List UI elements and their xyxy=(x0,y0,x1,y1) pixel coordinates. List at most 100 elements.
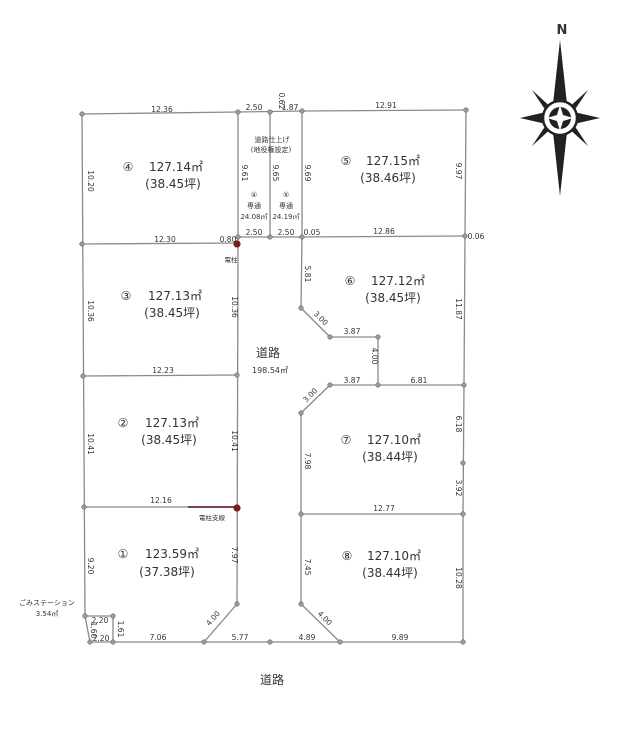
lot-6-label: ⑥ 127.12㎡ (38.45坪) xyxy=(345,274,425,305)
svg-text:2.50: 2.50 xyxy=(246,228,263,237)
north-label: N xyxy=(557,23,568,38)
lot-3-label: ③ 127.13㎡ (38.45坪) xyxy=(121,289,202,320)
svg-text:3.92: 3.92 xyxy=(454,480,463,497)
passage-4-name: 専通 xyxy=(247,201,261,210)
svg-text:12.30: 12.30 xyxy=(154,235,176,244)
svg-text:7.97: 7.97 xyxy=(230,547,239,564)
svg-text:3.87: 3.87 xyxy=(344,327,361,336)
svg-text:12.91: 12.91 xyxy=(375,101,397,110)
svg-text:③: ③ xyxy=(121,289,132,303)
svg-text:⑦: ⑦ xyxy=(341,433,352,447)
lot-boundaries xyxy=(81,109,467,643)
svg-text:0.80: 0.80 xyxy=(220,235,237,244)
svg-text:10.28: 10.28 xyxy=(454,567,463,589)
svg-text:5.77: 5.77 xyxy=(232,633,249,642)
utility-pole-icon xyxy=(233,240,241,248)
lot-8-label: ⑧ 127.10㎡ (38.44坪) xyxy=(342,549,421,580)
svg-text:④: ④ xyxy=(123,160,134,174)
svg-text:127.14㎡: 127.14㎡ xyxy=(149,160,203,174)
svg-text:6.81: 6.81 xyxy=(411,376,428,385)
svg-text:2.20: 2.20 xyxy=(93,634,110,643)
svg-text:12.23: 12.23 xyxy=(152,366,174,375)
svg-text:127.13㎡: 127.13㎡ xyxy=(145,416,199,430)
svg-text:123.59㎡: 123.59㎡ xyxy=(145,547,199,561)
svg-text:12.16: 12.16 xyxy=(150,496,172,505)
dimension-labels: 12.36 2.50 0.62 1.87 12.91 10.20 9.61 9.… xyxy=(86,93,485,643)
svg-text:1.60: 1.60 xyxy=(89,622,98,639)
svg-text:11.87: 11.87 xyxy=(454,298,463,320)
svg-text:7.98: 7.98 xyxy=(303,453,312,470)
svg-text:7.06: 7.06 xyxy=(150,633,167,642)
svg-text:7.45: 7.45 xyxy=(303,559,312,576)
svg-text:0.62: 0.62 xyxy=(277,93,286,110)
svg-text:127.12㎡: 127.12㎡ xyxy=(371,274,425,288)
svg-text:4.00: 4.00 xyxy=(316,609,334,627)
svg-text:⑧: ⑧ xyxy=(342,549,353,563)
svg-text:127.13㎡: 127.13㎡ xyxy=(148,289,202,303)
svg-text:10.20: 10.20 xyxy=(86,170,95,192)
svg-text:3.00: 3.00 xyxy=(312,309,330,327)
svg-text:3.87: 3.87 xyxy=(344,376,361,385)
inner-road-label: 道路 xyxy=(256,345,280,360)
svg-text:②: ② xyxy=(118,416,129,430)
svg-text:0.06: 0.06 xyxy=(468,232,485,241)
svg-text:10.41: 10.41 xyxy=(86,433,95,455)
passage-4-no: ④ xyxy=(251,191,257,199)
svg-text:2.20: 2.20 xyxy=(92,616,109,625)
svg-text:127.10㎡: 127.10㎡ xyxy=(367,549,421,563)
svg-text:9.69: 9.69 xyxy=(303,165,312,182)
survey-points xyxy=(79,107,469,645)
front-road-label: 道路 xyxy=(260,672,284,687)
svg-text:(38.45坪): (38.45坪) xyxy=(365,291,421,305)
svg-text:(38.44坪): (38.44坪) xyxy=(362,450,418,464)
svg-text:9.65: 9.65 xyxy=(271,165,280,182)
north-compass-icon xyxy=(520,40,600,196)
garbage-station-area: 3.54㎡ xyxy=(36,610,59,618)
garbage-station-label: ごみステーション xyxy=(19,598,75,607)
svg-text:①: ① xyxy=(118,547,129,561)
road-finish-label: 道路仕上げ xyxy=(255,135,290,144)
svg-text:4.89: 4.89 xyxy=(299,633,316,642)
svg-text:127.10㎡: 127.10㎡ xyxy=(367,433,421,447)
svg-text:2.50: 2.50 xyxy=(278,228,295,237)
svg-text:10.36: 10.36 xyxy=(230,296,239,318)
svg-text:9.97: 9.97 xyxy=(454,163,463,180)
passage-4-area: 24.08㎡ xyxy=(240,213,267,221)
svg-text:(38.45坪): (38.45坪) xyxy=(141,433,197,447)
svg-text:10.41: 10.41 xyxy=(230,430,239,452)
lot-7-label: ⑦ 127.10㎡ (38.44坪) xyxy=(341,433,421,464)
svg-text:0.05: 0.05 xyxy=(304,228,321,237)
lot-4-label: ④ 127.14㎡ (38.45坪) xyxy=(123,160,203,191)
svg-text:(38.45坪): (38.45坪) xyxy=(145,177,201,191)
svg-text:9.89: 9.89 xyxy=(392,633,409,642)
easement-label: (地役権設定) xyxy=(251,145,292,154)
svg-text:(38.44坪): (38.44坪) xyxy=(362,566,418,580)
svg-text:(38.46坪): (38.46坪) xyxy=(360,171,416,185)
svg-text:2.50: 2.50 xyxy=(246,103,263,112)
lot-1-label: ① 123.59㎡ (37.38坪) xyxy=(118,547,199,579)
svg-text:9.61: 9.61 xyxy=(240,165,249,182)
svg-text:1.61: 1.61 xyxy=(116,621,125,638)
svg-text:6.18: 6.18 xyxy=(454,416,463,433)
svg-text:12.86: 12.86 xyxy=(373,227,395,236)
svg-text:10.36: 10.36 xyxy=(86,300,95,322)
svg-text:5.81: 5.81 xyxy=(303,266,312,283)
svg-text:12.36: 12.36 xyxy=(151,105,173,114)
svg-text:(37.38坪): (37.38坪) xyxy=(139,565,195,579)
utility-pole-stay-label: 電柱支線 xyxy=(199,513,226,522)
lot-2-label: ② 127.13㎡ (38.45坪) xyxy=(118,416,199,447)
svg-text:127.15㎡: 127.15㎡ xyxy=(366,154,420,168)
utility-pole-stay-icon xyxy=(233,504,241,512)
utility-pole-label: 電柱 xyxy=(225,255,239,264)
svg-text:3.00: 3.00 xyxy=(301,386,319,404)
passage-5-area: 24.19㎡ xyxy=(272,213,299,221)
svg-text:(38.45坪): (38.45坪) xyxy=(144,306,200,320)
passage-5-name: 専通 xyxy=(279,201,293,210)
passage-5-no: ⑤ xyxy=(283,191,289,199)
lot-5-label: ⑤ 127.15㎡ (38.46坪) xyxy=(341,154,420,185)
svg-text:⑤: ⑤ xyxy=(341,154,352,168)
svg-text:⑥: ⑥ xyxy=(345,274,356,288)
svg-text:12.77: 12.77 xyxy=(373,504,395,513)
svg-text:4.00: 4.00 xyxy=(370,348,379,365)
